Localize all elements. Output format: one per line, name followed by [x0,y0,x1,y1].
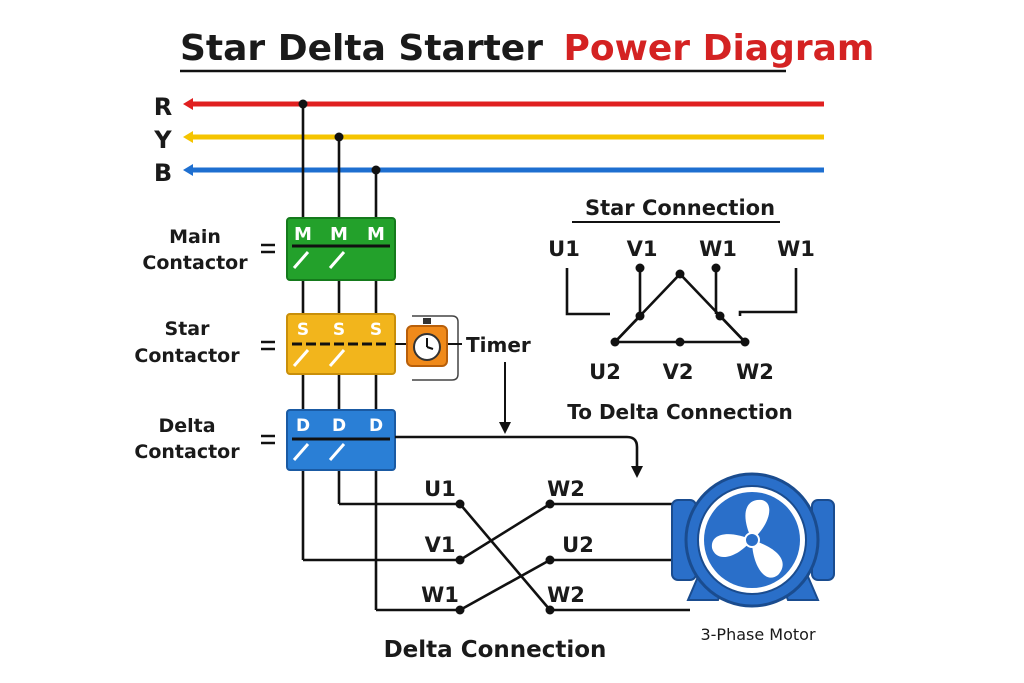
title: Star Delta Starter Power Diagram [180,28,874,69]
delta-contact-letter-3: D [369,416,383,436]
star-u1: U1 [548,237,580,261]
phase-y-label: Y [153,126,172,154]
delta-w2-top: W2 [547,477,585,501]
delta-output-arrow [631,466,643,478]
star-v2: V2 [663,360,694,384]
delta-output-wire [395,435,639,470]
delta-u2: U2 [562,533,594,557]
timer: Timer [395,315,531,381]
main-contactor-label-2: Contactor [142,252,248,274]
star-contactor-label-2: Contactor [134,345,240,367]
motor-label: 3-Phase Motor [700,625,815,644]
phase-r-label: R [154,93,172,121]
delta-contactor-label-1: Delta [158,415,215,437]
delta-u1: U1 [424,477,456,501]
phase-r-arrow [183,98,193,110]
phase-y-arrow [183,131,193,143]
main-contactor-label-1: Main [169,226,221,248]
star-v1: V1 [627,237,658,261]
delta-v1: V1 [425,533,456,557]
star-title: Star Connection [585,196,775,220]
star-connection: Star Connection U1 V1 W1 W1 U2 V2 W2 [548,196,815,384]
star-contactor: S S S [286,313,396,375]
star-contactor-label-1: Star [165,318,211,340]
phase-b-arrow [183,164,193,176]
main-contactor: M M M [286,217,396,281]
phase-b-label: B [154,159,172,187]
star-contact-letter-3: S [370,320,382,340]
main-contact-letter-1: M [294,224,312,245]
contactor-labels: Main Contactor Star Contactor Delta Cont… [134,226,275,463]
main-contact-letter-3: M [367,224,385,245]
star-w1: W1 [699,237,737,261]
title-part1: Star Delta Starter [180,28,543,69]
delta-w1: W1 [421,583,459,607]
delta-connection: U1 V1 W1 W2 U2 W2 Delta Connection [303,477,690,663]
motor-icon [671,472,835,608]
star-contact-letter-2: S [333,320,345,340]
star-u2: U2 [589,360,621,384]
main-contact-letter-2: M [330,224,348,245]
timer-arrow-head [499,422,511,434]
to-delta-label: To Delta Connection [567,400,792,424]
delta-title: Delta Connection [384,637,607,663]
delta-w2-bottom: W2 [547,583,585,607]
delta-contactor: D D D [286,409,396,471]
delta-contact-letter-2: D [332,416,346,436]
star-w1b: W1 [777,237,815,261]
delta-contactor-label-2: Contactor [134,441,240,463]
phase-lines: R Y B [153,93,824,187]
delta-contact-letter-1: D [296,416,310,436]
star-w2: W2 [736,360,774,384]
title-part2: Power Diagram [564,28,875,69]
timer-label: Timer [466,333,531,357]
star-contact-letter-1: S [297,320,309,340]
